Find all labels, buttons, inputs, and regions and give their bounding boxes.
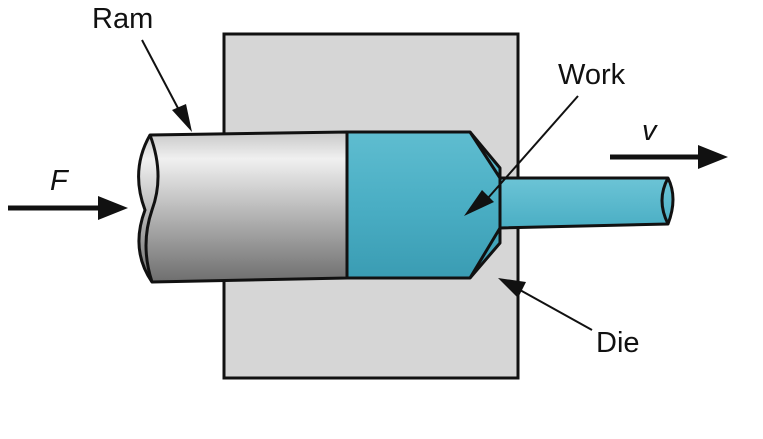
die-leader-arrowhead xyxy=(498,278,526,298)
die-shoulder-top xyxy=(468,131,502,179)
die-leader-line xyxy=(519,289,593,331)
work-leader-line xyxy=(487,95,579,199)
ram-end-curve xyxy=(144,134,160,283)
die-shoulder-bottom xyxy=(468,227,502,279)
ram-leader-arrowhead xyxy=(172,104,192,132)
ram-leader-line xyxy=(141,39,181,113)
force-arrow-head xyxy=(98,196,128,220)
force-label: F xyxy=(50,165,70,197)
ram xyxy=(137,130,349,284)
extruded-rod xyxy=(498,176,675,230)
ram-label: Ram xyxy=(92,3,153,35)
work-leader-arrowhead xyxy=(464,190,494,216)
die-label: Die xyxy=(596,327,640,359)
velocity-label: v xyxy=(642,115,658,147)
work-label: Work xyxy=(558,59,626,91)
velocity-arrow-head xyxy=(698,145,728,169)
rod-end-curve xyxy=(660,177,670,225)
